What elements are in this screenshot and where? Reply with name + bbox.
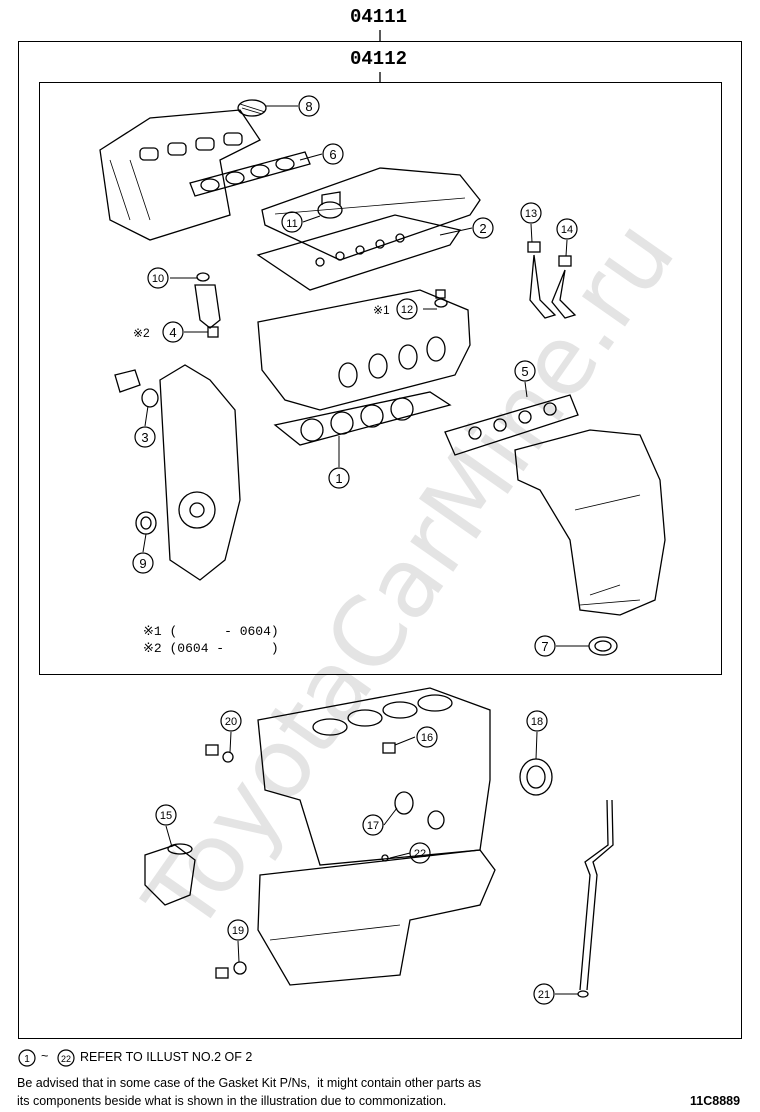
exhaust-manifold-converter: [514, 429, 666, 616]
marker-1: ※1: [373, 303, 390, 317]
refer-text: REFER TO ILLUST NO.2 OF 2: [80, 1050, 253, 1064]
part-8-cap: [237, 99, 267, 117]
callout-5: 5: [521, 364, 528, 379]
part-15-oil-pump: [144, 843, 196, 906]
refer-range-separator: ~: [41, 1049, 49, 1063]
intake-manifold-gasket: [189, 151, 311, 197]
callout-3: 3: [141, 430, 148, 445]
injector: [194, 272, 221, 338]
callout-16: 16: [421, 732, 433, 744]
advice-line-1: Be advised that in some case of the Gask…: [17, 1076, 482, 1090]
callout-leaders: [142, 105, 589, 995]
cylinder-head: [257, 289, 471, 411]
callout-17: 17: [367, 820, 379, 832]
callout-2: 2: [479, 221, 486, 236]
note-2: ※2 (0604 - ): [143, 641, 279, 656]
part-18-rear-oil-seal: [519, 758, 553, 796]
callout-18: 18: [531, 716, 543, 728]
valve-assembly: [527, 241, 577, 319]
callout-6: 6: [329, 147, 336, 162]
refer-range-end-number: 22: [61, 1054, 71, 1064]
callout-15: 15: [160, 810, 172, 822]
inner-kit-frame: [39, 82, 722, 675]
cylinder-head-cover: [261, 167, 481, 261]
callout-22: 22: [414, 848, 426, 860]
callout-11: 11: [286, 218, 297, 230]
illustration-code: 11C8889: [690, 1094, 741, 1108]
cylinder-head-gasket: [273, 391, 452, 446]
intake-manifold: [99, 109, 261, 241]
dipstick-guide: [577, 799, 614, 998]
callout-1: 1: [335, 471, 342, 486]
callout-12: 12: [401, 304, 413, 316]
inner-kit-code: 04112: [350, 48, 408, 70]
oil-pan: [257, 849, 496, 986]
callout-circles: [18, 95, 578, 1067]
outer-kit-frame: [18, 41, 742, 1039]
callout-19: 19: [232, 925, 244, 937]
callout-9: 9: [139, 556, 146, 571]
part-19-plug: [215, 961, 247, 979]
advice-line-2: its components beside what is shown in t…: [17, 1094, 447, 1108]
callout-14: 14: [561, 224, 573, 236]
part-20-plug: [205, 744, 234, 763]
callout-10: 10: [152, 273, 164, 285]
callout-8: 8: [305, 99, 312, 114]
note-1: ※1 ( - 0604): [143, 624, 279, 639]
part-3-seal: [141, 388, 159, 408]
refer-range-start-number: 1: [24, 1054, 30, 1065]
callout-7: 7: [541, 639, 548, 654]
cylinder-block: [257, 687, 491, 866]
callout-13: 13: [525, 208, 537, 220]
marker-2: ※2: [133, 326, 150, 340]
exhaust-manifold-gasket: [444, 394, 579, 456]
callout-4: 4: [169, 325, 176, 340]
timing-chain-cover: [114, 364, 241, 581]
part-9-oil-seal: [135, 511, 157, 535]
callout-20: 20: [225, 716, 237, 728]
callout-21: 21: [538, 989, 550, 1001]
part-7-gasket: [588, 636, 618, 656]
part-12-plug: [435, 289, 446, 299]
head-cover-gasket: [256, 214, 462, 291]
outer-kit-code: 04111: [350, 6, 408, 28]
